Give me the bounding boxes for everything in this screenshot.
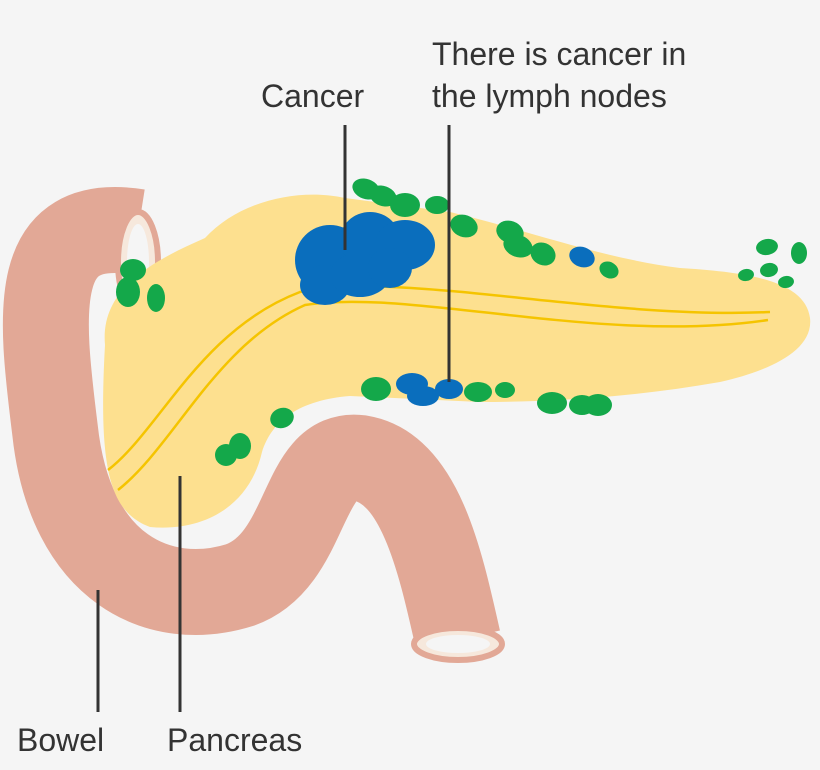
lymph-node	[778, 275, 794, 289]
cancerous-lymph-node	[569, 246, 595, 268]
lymph-node	[390, 193, 420, 217]
lymph-node	[464, 382, 492, 402]
lymph-node	[738, 268, 754, 282]
lymph-node	[495, 382, 515, 398]
lymph-node	[760, 262, 778, 278]
lymph-node	[270, 407, 294, 429]
leader-lines	[96, 125, 451, 712]
lymph-node	[599, 261, 619, 279]
lymph-node	[503, 234, 533, 258]
label-pancreas: Pancreas	[167, 722, 303, 758]
label-lymph-nodes-line2: the lymph nodes	[432, 78, 667, 114]
lymph-node	[450, 214, 478, 238]
lymph-node	[425, 196, 449, 214]
label-cancer: Cancer	[261, 78, 365, 114]
lymph-node	[537, 392, 567, 414]
pancreas	[103, 194, 811, 528]
tumour	[295, 212, 435, 305]
lymph-node	[120, 259, 146, 281]
lymph-node	[584, 394, 612, 416]
lymph-node	[361, 377, 391, 401]
lymph-node	[116, 277, 140, 307]
label-bowel: Bowel	[17, 722, 105, 758]
label-lymph-nodes-line1: There is cancer in	[432, 36, 687, 72]
lymph-nodes	[116, 178, 807, 466]
lymph-node	[791, 242, 807, 264]
lymph-node	[530, 242, 556, 266]
lymph-node	[369, 185, 397, 207]
lymph-node	[215, 444, 237, 466]
lymph-node	[147, 284, 165, 312]
cancerous-lymph-node	[435, 379, 463, 399]
lymph-node	[756, 238, 778, 256]
cancerous-lymph-node	[407, 386, 439, 406]
